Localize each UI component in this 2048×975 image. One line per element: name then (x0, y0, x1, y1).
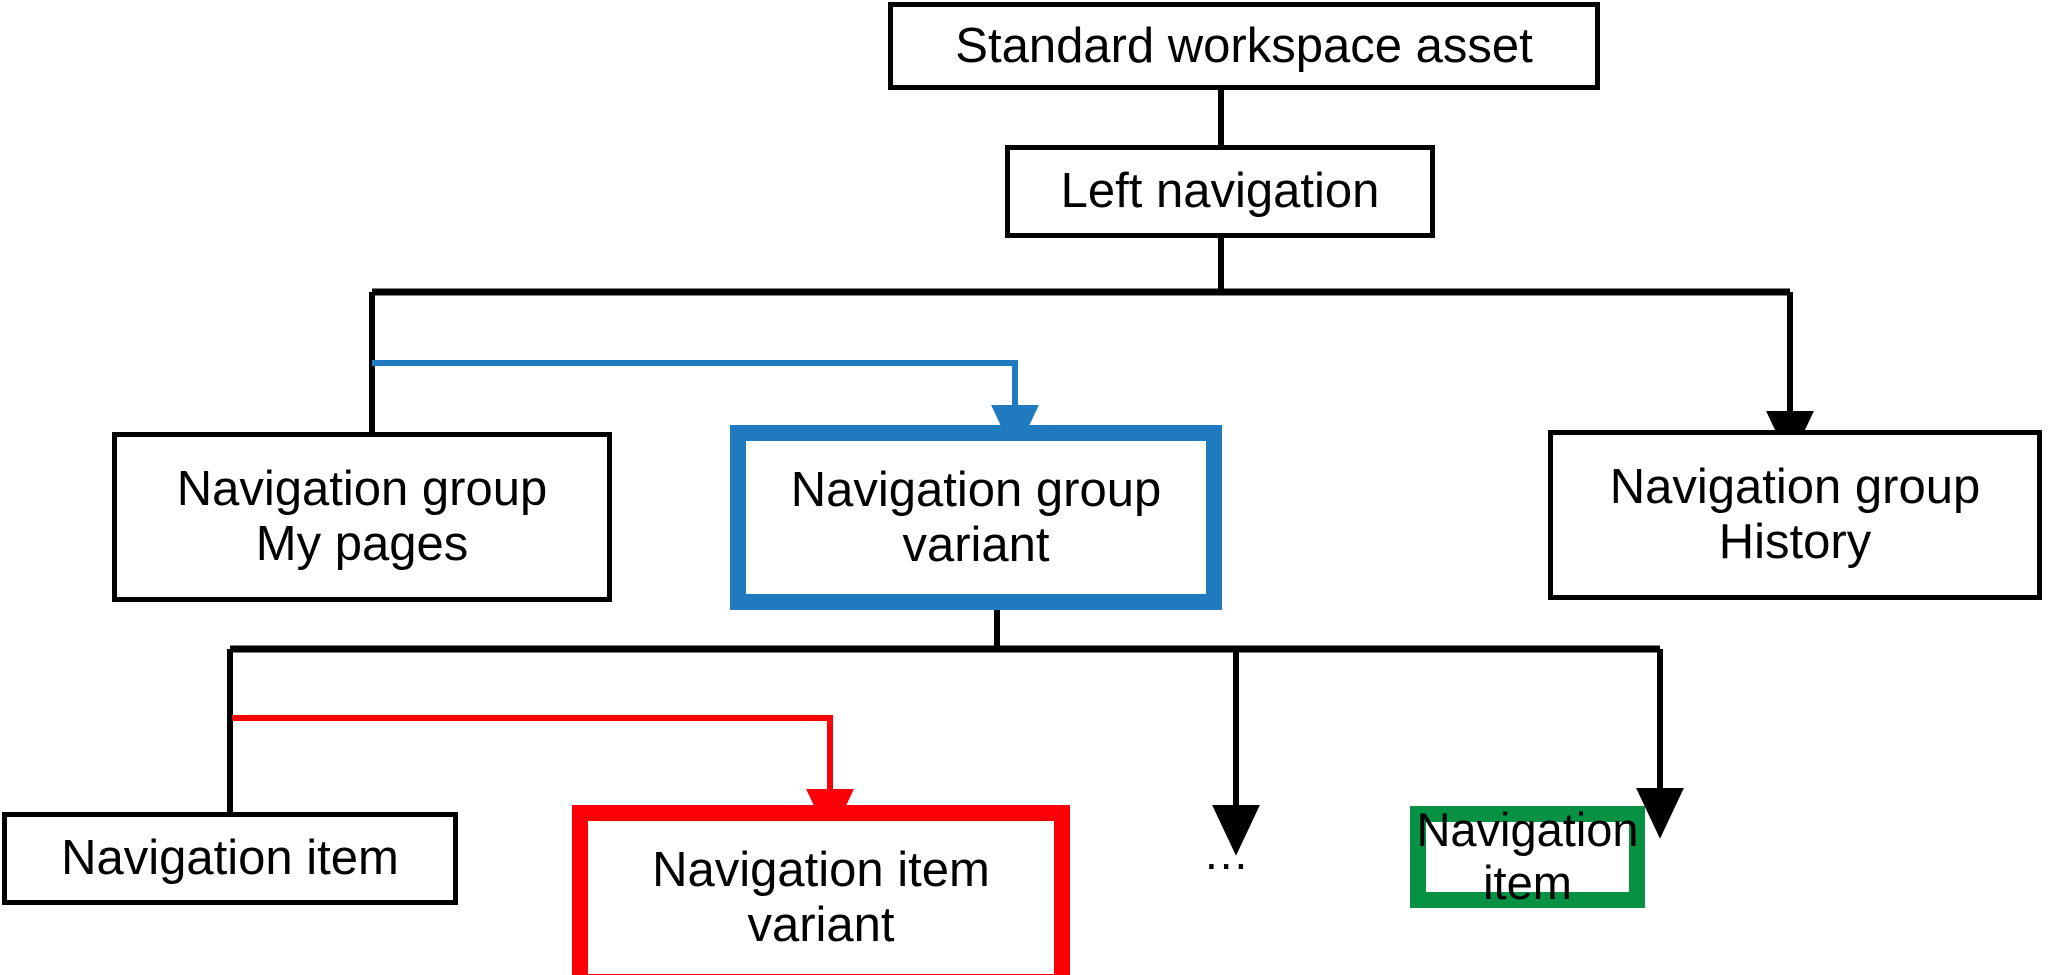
node-label: Navigation group History (1609, 460, 1981, 569)
node-navigation-group-history[interactable]: Navigation group History (1548, 430, 2042, 600)
node-navigation-group-variant[interactable]: Navigation group variant (730, 425, 1222, 610)
node-navigation-item-variant[interactable]: Navigation item variant (572, 805, 1070, 975)
node-label: Navigation group My pages (176, 462, 548, 571)
node-navigation-item[interactable]: Navigation item (2, 812, 458, 905)
node-label: Navigation item (1416, 803, 1639, 909)
node-left-navigation[interactable]: Left navigation (1005, 145, 1435, 238)
node-navigation-item-ellipsis: ... (1205, 830, 1249, 876)
ellipsis-label: ... (1205, 827, 1250, 879)
node-navigation-group-my-pages[interactable]: Navigation group My pages (112, 432, 612, 602)
node-label: Navigation item variant (652, 842, 990, 952)
node-navigation-item-green[interactable]: Navigation item (1410, 803, 1645, 909)
node-standard-workspace-asset[interactable]: Standard workspace asset (888, 2, 1600, 90)
edge-to-group-variant (372, 360, 1039, 456)
node-label: Standard workspace asset (955, 18, 1533, 73)
node-label: Navigation group variant (790, 462, 1162, 572)
node-label: Left navigation (1060, 164, 1380, 219)
edge-to-item-variant (232, 715, 854, 840)
node-label: Navigation item (61, 831, 399, 886)
